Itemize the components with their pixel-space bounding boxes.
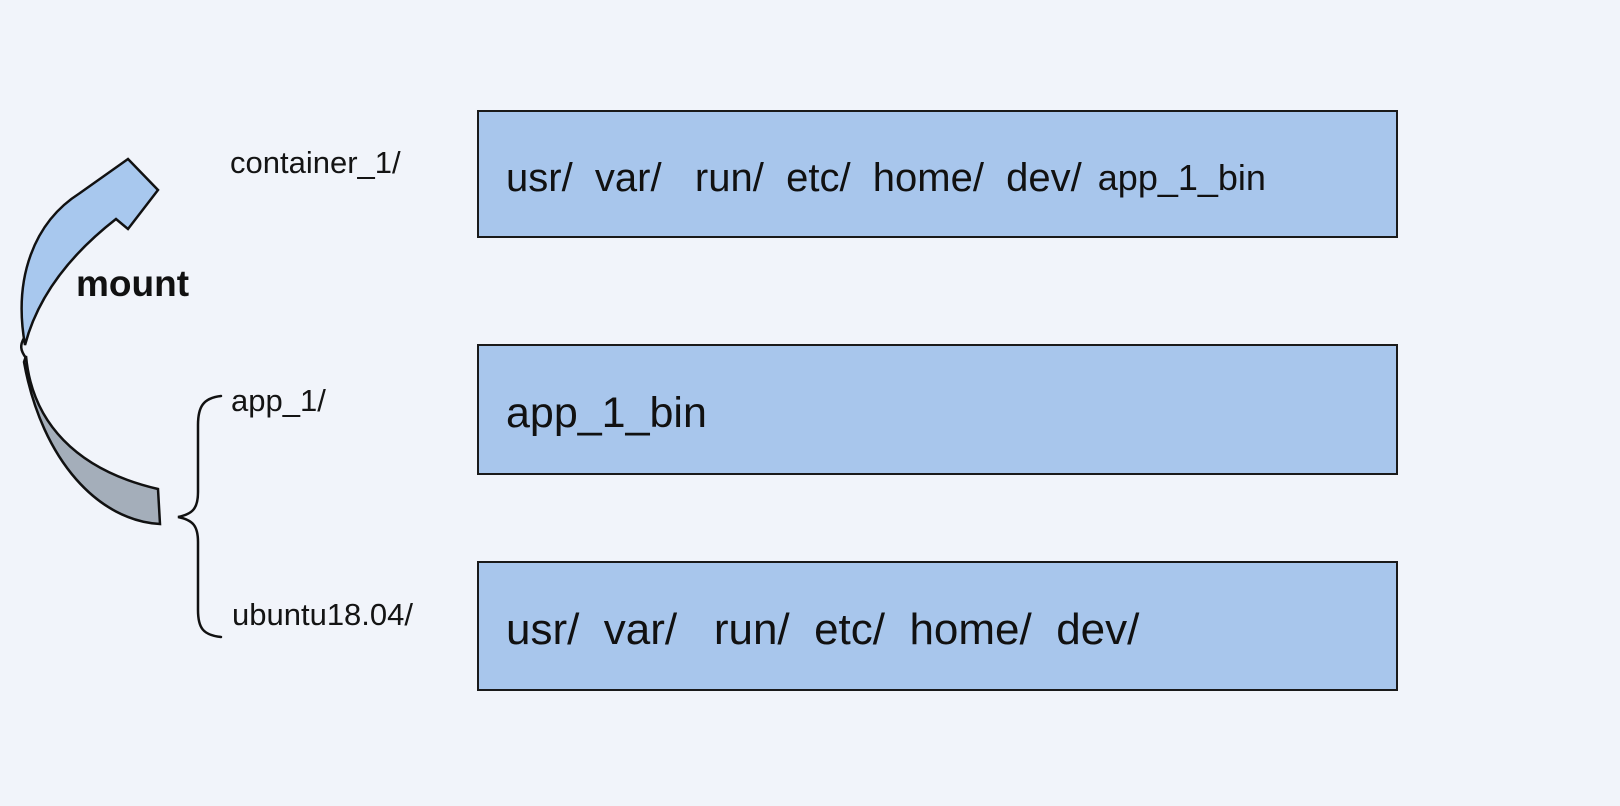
arrow-tail-half: [22, 355, 162, 526]
container-fs-mounted-binary: app_1_bin: [1097, 157, 1266, 198]
label-ubuntu-18-04: ubuntu18.04/: [232, 597, 414, 632]
ubuntu-fs-content: usr/ var/ run/ etc/ home/ dev/: [506, 605, 1140, 654]
curly-brace-icon: [177, 394, 223, 639]
app-1-filesystem-box: app_1_bin: [477, 344, 1398, 475]
label-container-1: container_1/: [230, 145, 401, 180]
app-fs-content: app_1_bin: [506, 389, 707, 437]
container-fs-folders: usr/ var/ run/ etc/ home/ dev/: [506, 155, 1082, 200]
arrow-head-half: [20, 157, 160, 346]
label-app-1: app_1/: [231, 383, 326, 418]
mount-label: mount: [76, 263, 190, 304]
arrow-waist: [20, 337, 28, 359]
ubuntu-filesystem-box: usr/ var/ run/ etc/ home/ dev/: [477, 561, 1398, 691]
container-1-filesystem-box: usr/ var/ run/ etc/ home/ dev/ app_1_bin: [477, 110, 1398, 238]
